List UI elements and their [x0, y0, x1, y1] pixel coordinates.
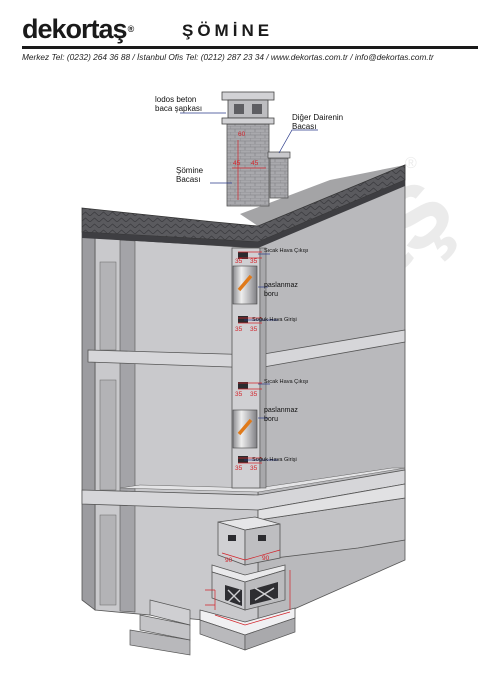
dimension-lines — [205, 140, 291, 626]
hot-air-vent-2 — [238, 382, 248, 389]
label-stainless-pipe-1-text: paslanmaz boru — [264, 282, 298, 298]
building-diagram: dekortaş ® — [49, 91, 476, 656]
dim-floor2-top-right: 35 — [250, 391, 258, 398]
dim-floor2-bottom-right: 35 — [250, 465, 258, 472]
contact-info: Merkez Tel: (0232) 264 36 88 / İstanbul … — [22, 52, 434, 62]
dim-floor2-bottom: 35 — [235, 465, 243, 472]
dim-floor2-top: 35 — [235, 391, 243, 398]
brand-logo-text: dekortaş — [22, 14, 128, 44]
label-stainless-pipe-1: paslanmaz boru — [264, 281, 298, 299]
roof — [81, 164, 406, 248]
dim-hood-width: 90 — [225, 557, 233, 564]
floor1-fittings — [232, 252, 258, 323]
label-leaders — [180, 112, 318, 461]
header-rule — [22, 46, 478, 49]
label-other-flat-chimney: Diğer Dairenin Bacası — [292, 113, 343, 131]
chimney-cap — [221, 91, 275, 101]
dim-floor1-bottom: 35 — [235, 326, 243, 333]
dim-floor1-top-right: 35 — [250, 258, 258, 265]
dim-hood-depth: 90 — [262, 555, 270, 562]
dim-floor1-top: 35 — [235, 258, 243, 265]
brand-subtitle: ŞÖMİNE — [182, 21, 274, 40]
dim-top-right: 45 — [251, 160, 259, 167]
hot-air-vent-1 — [238, 252, 248, 259]
cold-air-vent-2 — [238, 456, 248, 463]
fireplace — [199, 516, 296, 651]
staircase — [129, 599, 191, 656]
header: dekortaş® ŞÖMİNE Merkez Tel: (0232) 264 … — [0, 0, 498, 70]
label-stainless-pipe-2: paslanmaz boru — [264, 406, 298, 424]
floor2-fittings — [232, 382, 258, 463]
registered-icon: ® — [127, 24, 135, 34]
label-cold-air-inlet-1: Soğuk Hava Girişi — [252, 317, 297, 323]
chimney-stack — [221, 91, 291, 207]
dim-top-upper: 60 — [238, 131, 246, 138]
cold-air-vent-1 — [238, 316, 248, 323]
label-fireplace-chimney-text: Şömine Bacası — [176, 166, 204, 184]
dim-floor1-bottom-right: 35 — [250, 326, 258, 333]
label-chimney-cap-text: lodos beton baca şapkası — [155, 95, 203, 113]
label-cold-air-inlet-2: Soğuk Hava Girişi — [252, 457, 297, 463]
dim-top-left: 45 — [233, 160, 241, 167]
label-other-flat-chimney-text: Diğer Dairenin Bacası — [292, 113, 344, 131]
dimension-values: 45 45 60 35 35 35 35 35 35 35 35 90 90 — [225, 131, 270, 564]
watermark-registered-icon: ® — [405, 155, 417, 172]
label-hot-air-outlet-2: Sıcak Hava Çıkışı — [264, 379, 309, 385]
label-chimney-cap: lodos beton baca şapkası — [155, 95, 202, 113]
label-stainless-pipe-2-text: paslanmaz boru — [264, 407, 298, 423]
label-fireplace-chimney: Şömine Bacası — [176, 166, 203, 184]
label-hot-air-outlet-1: Sıcak Hava Çıkışı — [264, 248, 309, 254]
brand-logo: dekortaş® — [22, 14, 135, 44]
floor-slabs — [81, 329, 406, 561]
stainless-pipe-2 — [232, 409, 258, 449]
